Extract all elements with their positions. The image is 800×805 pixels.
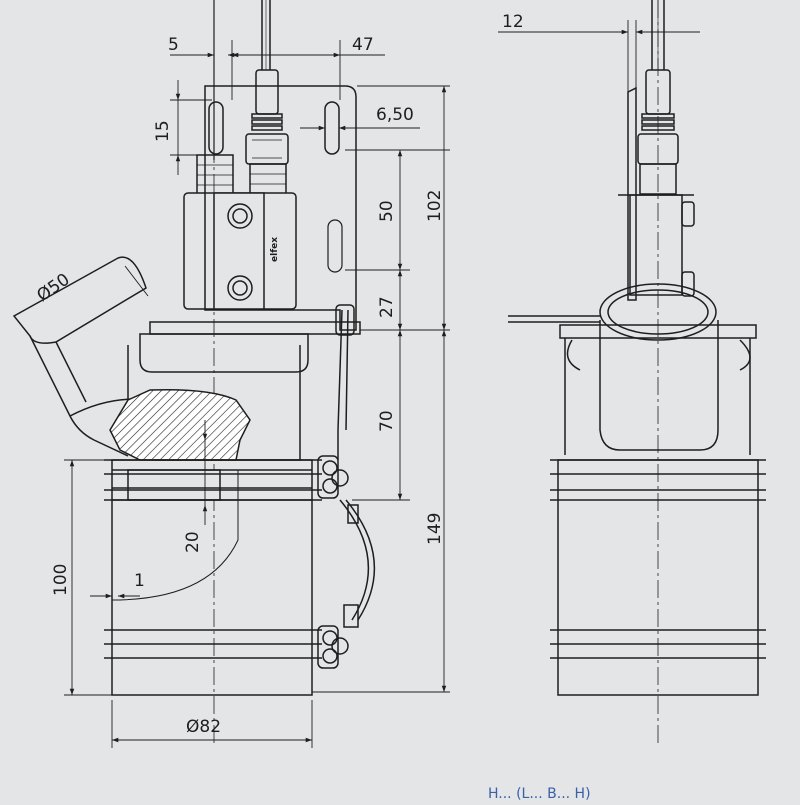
dim-20: 20 [183, 531, 203, 553]
cable-connector [245, 69, 289, 195]
front-view [12, 0, 376, 745]
section-hatch [109, 388, 251, 461]
base-plate [149, 321, 361, 335]
sensor-housing [183, 192, 297, 310]
ground-cable [335, 304, 376, 628]
sensor-thread [196, 154, 234, 196]
dim-1: 1 [134, 571, 145, 591]
hose-clamp-lower [104, 625, 349, 669]
side-dimensions [498, 20, 700, 92]
dim-149: 149 [425, 513, 445, 545]
dim-6-50: 6,50 [376, 105, 414, 125]
front-dimension-texts: 5 47 15 6,50 50 102 27 70 149 20 100 1 Ø… [33, 35, 445, 737]
dim-diameter-82: Ø82 [186, 717, 221, 737]
dim-47: 47 [352, 35, 374, 55]
dim-100: 100 [51, 564, 71, 596]
dim-70: 70 [377, 410, 397, 432]
front-dimensions [64, 40, 450, 748]
dim-12: 12 [502, 12, 524, 32]
dim-102: 102 [425, 190, 445, 222]
dim-5: 5 [168, 35, 179, 55]
cable [213, 0, 271, 160]
hose-clamp-upper [104, 455, 349, 501]
dim-27: 27 [377, 296, 397, 318]
brand-label: elfex [270, 237, 280, 262]
dim-15: 15 [153, 120, 173, 142]
side-view [508, 0, 766, 745]
dim-diameter-50: Ø50 [33, 270, 73, 306]
dim-50: 50 [377, 200, 397, 222]
caption-text: H... (L... B... H) [488, 786, 591, 800]
